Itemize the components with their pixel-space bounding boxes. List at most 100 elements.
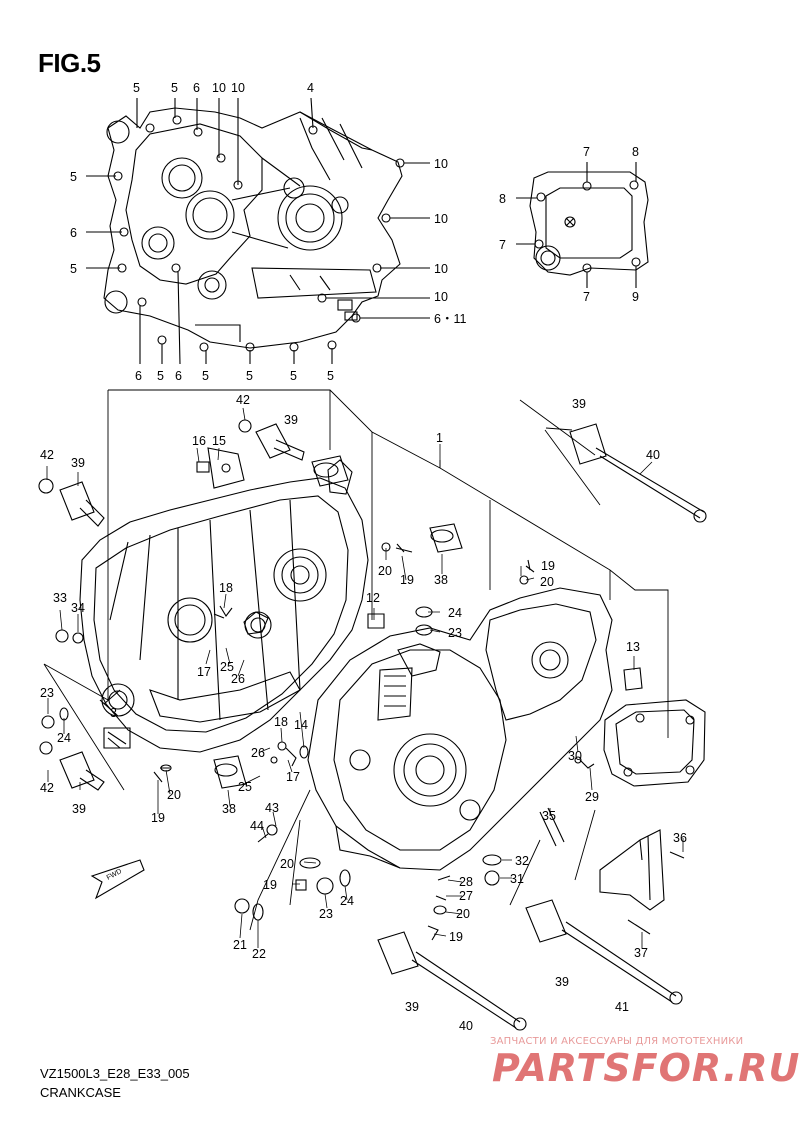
- callout-number: 7: [583, 290, 590, 304]
- watermark-brand: PARTSFOR.RU: [492, 1046, 800, 1090]
- left-crankcase-half: [79, 459, 369, 753]
- diagram-code: VZ1500L3_E28_E33_005: [40, 1066, 190, 1081]
- callout-number: 4: [307, 81, 314, 95]
- callout-number: 8: [632, 145, 639, 159]
- callout-number: 41: [615, 1000, 629, 1014]
- callout-number: 5: [202, 369, 209, 383]
- callout-number: 31: [510, 872, 524, 886]
- callout-number: 17: [286, 770, 300, 784]
- callout-number: 5: [327, 369, 334, 383]
- callout-number: 36: [673, 831, 687, 845]
- small-cover-detail: [516, 162, 649, 288]
- callout-number: 42: [236, 393, 250, 407]
- callout-number: 16: [192, 434, 206, 448]
- callout-number: 19: [449, 930, 463, 944]
- callout-number: 44: [250, 819, 264, 833]
- figure-title: FIG.5: [38, 48, 101, 78]
- callout-number: 20: [540, 575, 554, 589]
- callout-number: 26: [251, 746, 265, 760]
- callout-number: 39: [405, 1000, 419, 1014]
- callout-number: 5: [133, 81, 140, 95]
- explode-guide-lines: [43, 389, 669, 931]
- callout-number: 19: [400, 573, 414, 587]
- right-crankcase-half: [307, 587, 706, 871]
- callout-labels: 5 5 6 10 10 4 5 10 6 10 5 10 10 6・11 6 5…: [40, 81, 687, 1033]
- callout-number: 17: [197, 665, 211, 679]
- callout-number: 40: [646, 448, 660, 462]
- crankcase-top-view: [86, 97, 430, 365]
- callout-number: 7: [499, 238, 506, 252]
- callout-number: 19: [263, 878, 277, 892]
- callout-number: 23: [448, 626, 462, 640]
- callout-number: 9: [632, 290, 639, 304]
- callout-number: 14: [294, 718, 308, 732]
- callout-number: 39: [555, 975, 569, 989]
- callout-number: 35: [542, 809, 556, 823]
- callout-number: 29: [585, 790, 599, 804]
- callout-number: 25: [220, 660, 234, 674]
- callout-number: 24: [340, 894, 354, 908]
- callout-number: 6: [135, 369, 142, 383]
- callout-number: 3: [110, 706, 117, 720]
- callout-number: 10: [212, 81, 226, 95]
- callout-number: 5: [290, 369, 297, 383]
- callout-number: 5: [171, 81, 178, 95]
- callout-number: 19: [541, 559, 555, 573]
- dowel-pins: [213, 455, 643, 847]
- callout-number: 42: [40, 448, 54, 462]
- diagram-caption: CRANKCASE: [40, 1085, 121, 1100]
- callout-number: 12: [366, 591, 380, 605]
- callout-number: 6・11: [434, 312, 466, 326]
- callout-number: 20: [280, 857, 294, 871]
- callout-number: 42: [40, 781, 54, 795]
- callout-number: 5: [246, 369, 253, 383]
- callout-number: 24: [57, 731, 71, 745]
- callout-number: 23: [40, 686, 54, 700]
- callout-number: 10: [231, 81, 245, 95]
- callout-number: 18: [274, 715, 288, 729]
- callout-number: 18: [219, 581, 233, 595]
- callout-number: 25: [238, 780, 252, 794]
- callout-number: 24: [448, 606, 462, 620]
- callout-number: 7: [583, 145, 590, 159]
- callout-number: 10: [434, 157, 448, 171]
- callout-number: 5: [157, 369, 164, 383]
- callout-number: 20: [378, 564, 392, 578]
- callout-number: 10: [434, 290, 448, 304]
- callout-number: 28: [459, 875, 473, 889]
- callout-number: 20: [456, 907, 470, 921]
- callout-number: 22: [252, 947, 266, 961]
- callout-number: 15: [212, 434, 226, 448]
- callout-number: 38: [434, 573, 448, 587]
- callout-number: 1: [436, 431, 443, 445]
- callout-number: 10: [434, 262, 448, 276]
- small-parts: [41, 447, 685, 941]
- callout-number: 27: [459, 889, 473, 903]
- callout-number: 39: [71, 456, 85, 470]
- callout-number: 32: [515, 854, 529, 868]
- watermark-tagline: ЗАПЧАСТИ И АКСЕССУАРЫ ДЛЯ МОТОТЕХНИКИ: [490, 1036, 744, 1047]
- callout-number: 6: [193, 81, 200, 95]
- callout-number: 43: [265, 801, 279, 815]
- callout-number: 23: [319, 907, 333, 921]
- callout-number: 33: [53, 591, 67, 605]
- callout-number: 34: [71, 601, 85, 615]
- callout-number: 5: [70, 170, 77, 184]
- callout-number: 8: [499, 192, 506, 206]
- callout-number: 19: [151, 811, 165, 825]
- callout-number: 39: [572, 397, 586, 411]
- callout-number: 26: [231, 672, 245, 686]
- stud-plugs: [38, 419, 707, 1031]
- callout-number: 39: [72, 802, 86, 816]
- callout-number: 20: [167, 788, 181, 802]
- callout-number: 38: [222, 802, 236, 816]
- callout-number: 10: [434, 212, 448, 226]
- callout-number: 30: [568, 749, 582, 763]
- callout-number: 5: [70, 262, 77, 276]
- callout-number: 13: [626, 640, 640, 654]
- callout-number: 21: [233, 938, 247, 952]
- callout-leaders: [46, 407, 684, 948]
- callout-number: 6: [70, 226, 77, 240]
- callout-number: 40: [459, 1019, 473, 1033]
